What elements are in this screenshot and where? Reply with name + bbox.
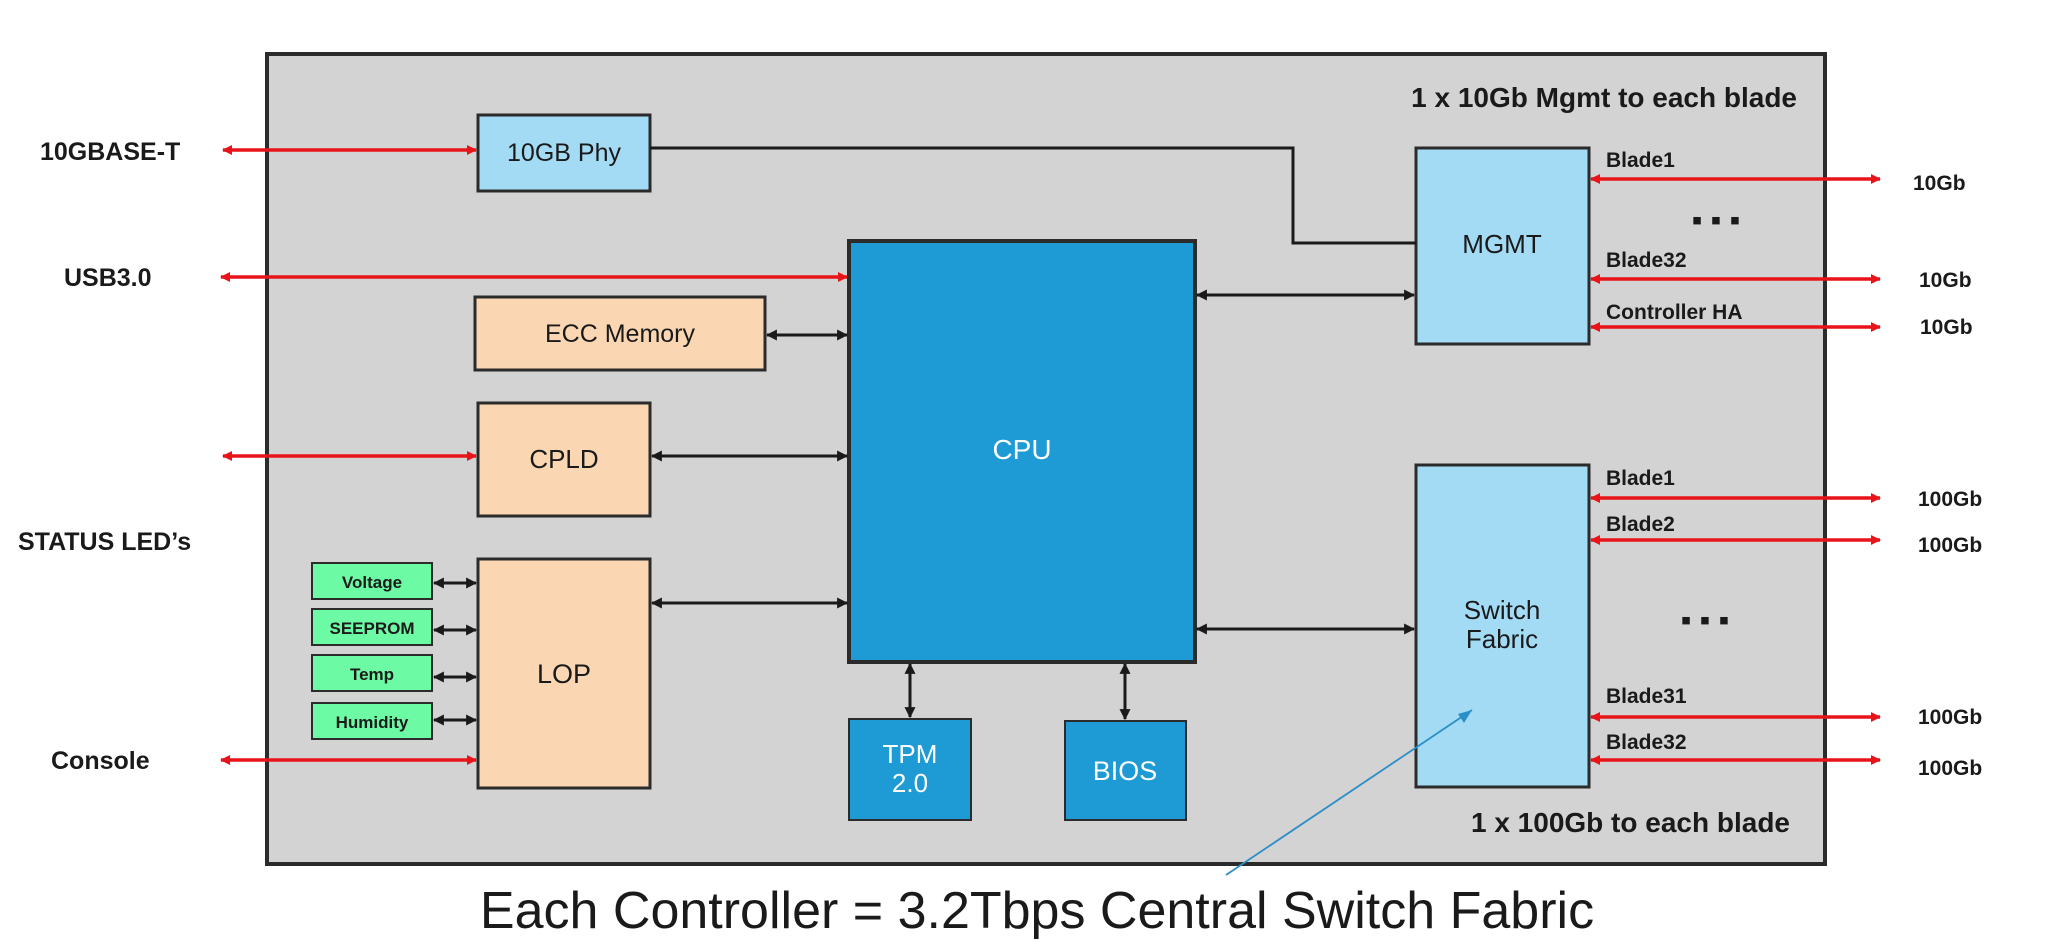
switch-fabric-label-line1: Switch xyxy=(1464,595,1541,625)
fabric-link-label: Blade1 xyxy=(1606,467,1675,490)
voltage-label: Voltage xyxy=(342,573,402,592)
fabric-link-speed: 100Gb xyxy=(1918,757,1982,780)
fabric-link-speed: 100Gb xyxy=(1918,706,1982,729)
fabric-link-speed: 100Gb xyxy=(1918,488,1982,511)
fabric-ellipsis: ▪ ▪ ▪ xyxy=(1681,604,1730,637)
switch-fabric-label-line2: Fabric xyxy=(1466,624,1538,654)
seeprom-label: SEEPROM xyxy=(329,619,414,638)
temp-sensor xyxy=(311,654,433,692)
lop-block xyxy=(476,557,652,790)
phy-mgmt-link xyxy=(650,146,1416,245)
bios-label: BIOS xyxy=(1093,756,1158,786)
console-label: Console xyxy=(51,747,150,775)
status-leds-label: STATUS LED’s xyxy=(18,528,191,556)
bios-block xyxy=(1064,720,1187,821)
mgmt-link-label: Controller HA xyxy=(1606,301,1743,324)
usb-label: USB3.0 xyxy=(64,264,152,292)
cpld-block xyxy=(476,401,652,518)
fabric-link-speed: 100Gb xyxy=(1918,534,1982,557)
caption-pointer-head xyxy=(1458,710,1472,723)
phy-block xyxy=(476,113,652,193)
cpu-label: CPU xyxy=(992,434,1051,465)
cpu-block xyxy=(847,239,1197,664)
phy-label: 10GB Phy xyxy=(507,139,621,167)
caption-pointer-line xyxy=(1225,709,1473,876)
fabric-link-label: Blade31 xyxy=(1606,685,1687,708)
fabric-link-label: Blade2 xyxy=(1606,513,1675,536)
caption: Each Controller = 3.2Tbps Central Switch… xyxy=(480,882,1594,940)
ecc-memory-block xyxy=(473,295,767,372)
tengbase-t-label: 10GBASE-T xyxy=(40,138,180,166)
tpm-label-line2: 2.0 xyxy=(892,768,928,798)
humidity-sensor xyxy=(311,702,433,740)
fabric-note: 1 x 100Gb to each blade xyxy=(1471,807,1790,838)
mgmt-link-label: Blade32 xyxy=(1606,249,1687,272)
voltage-sensor xyxy=(311,562,433,600)
lop-label: LOP xyxy=(537,659,591,689)
switch-fabric-block xyxy=(1414,463,1591,789)
mgmt-link-speed: 10Gb xyxy=(1919,269,1972,292)
tpm-block xyxy=(848,718,972,821)
temp-label: Temp xyxy=(350,665,394,684)
mgmt-link-speed: 10Gb xyxy=(1920,316,1973,339)
tpm-label-line1: TPM xyxy=(883,739,938,769)
mgmt-link-speed: 10Gb xyxy=(1913,172,1966,195)
fabric-link-label: Blade32 xyxy=(1606,731,1687,754)
ecc-memory-label: ECC Memory xyxy=(545,320,696,348)
mgmt-note: 1 x 10Gb Mgmt to each blade xyxy=(1411,82,1797,113)
mgmt-block xyxy=(1414,146,1591,346)
mgmt-link-label: Blade1 xyxy=(1606,149,1675,172)
humidity-label: Humidity xyxy=(336,713,409,732)
seeprom-sensor xyxy=(311,608,433,646)
mgmt-label: MGMT xyxy=(1462,229,1542,259)
mgmt-ellipsis: ▪ ▪ ▪ xyxy=(1692,204,1741,237)
cpld-label: CPLD xyxy=(529,444,598,474)
